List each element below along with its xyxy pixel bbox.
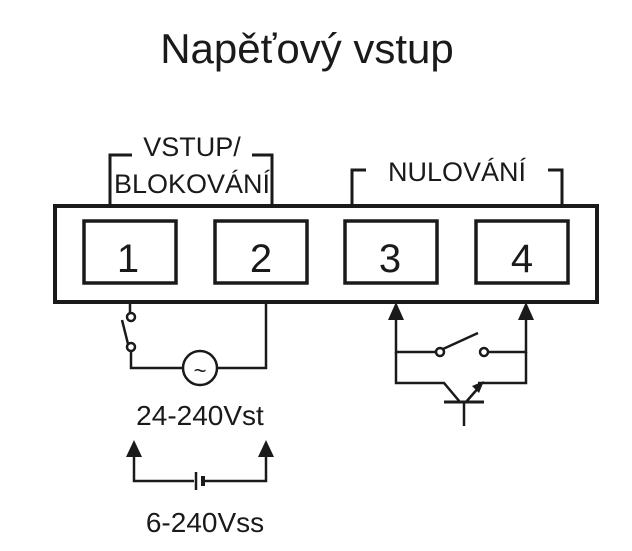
reset-switch-contact-left (434, 346, 446, 358)
ac-source-symbol: ~ (194, 358, 207, 383)
reset-circuit (394, 318, 528, 426)
switch-contact-bottom (125, 341, 137, 353)
wire-source-to-terminal2 (217, 302, 268, 370)
switch-contact-top (125, 311, 137, 323)
terminal-4-label: 4 (511, 237, 533, 281)
reset-bracket (350, 168, 564, 205)
wire-transistor-emitter (478, 352, 528, 385)
wire-dc-left (132, 454, 194, 483)
dc-arrow-right-icon (258, 440, 274, 457)
terminal-1-label: 1 (117, 237, 139, 281)
terminal-1-box (82, 219, 178, 285)
ac-voltage-label: 24-240Vst (136, 400, 264, 431)
wire-transistor-collector (394, 352, 461, 403)
dc-circuit (132, 454, 268, 490)
dc-arrow-left-icon (126, 440, 142, 457)
transistor-arrow-icon (472, 381, 484, 393)
input-label-line2: BLOKOVÁNÍ (114, 169, 271, 199)
terminal-3-box (343, 219, 439, 285)
reset-label: NULOVÁNÍ (388, 157, 527, 187)
wire-dc-right (205, 454, 268, 483)
terminal-2-label: 2 (250, 237, 272, 281)
input-circuit (120, 302, 268, 387)
terminal-2: 2 (213, 219, 309, 285)
terminal-2-box (213, 219, 309, 285)
reset-arrow-left-icon (388, 302, 404, 320)
dc-voltage-label: 6-240Vss (146, 507, 264, 538)
reset-switch-contact-right (478, 346, 490, 358)
terminal-4: 4 (474, 219, 570, 285)
switch-lever (120, 319, 130, 345)
diagram-title: Napěťový vstup (160, 25, 454, 72)
wire-switch-left (394, 318, 436, 354)
reset-arrow-right-icon (518, 302, 534, 320)
input-label-line1: VSTUP/ (143, 132, 241, 162)
input-blocking-bracket (108, 153, 274, 205)
terminal-3-label: 3 (379, 237, 401, 281)
terminal-3: 3 (343, 219, 439, 285)
terminal-1: 1 (82, 219, 178, 285)
wire-switch-to-source (129, 351, 183, 370)
terminal-4-box (474, 219, 570, 285)
wire-switch-right (488, 318, 528, 354)
reset-switch-lever (442, 331, 479, 351)
